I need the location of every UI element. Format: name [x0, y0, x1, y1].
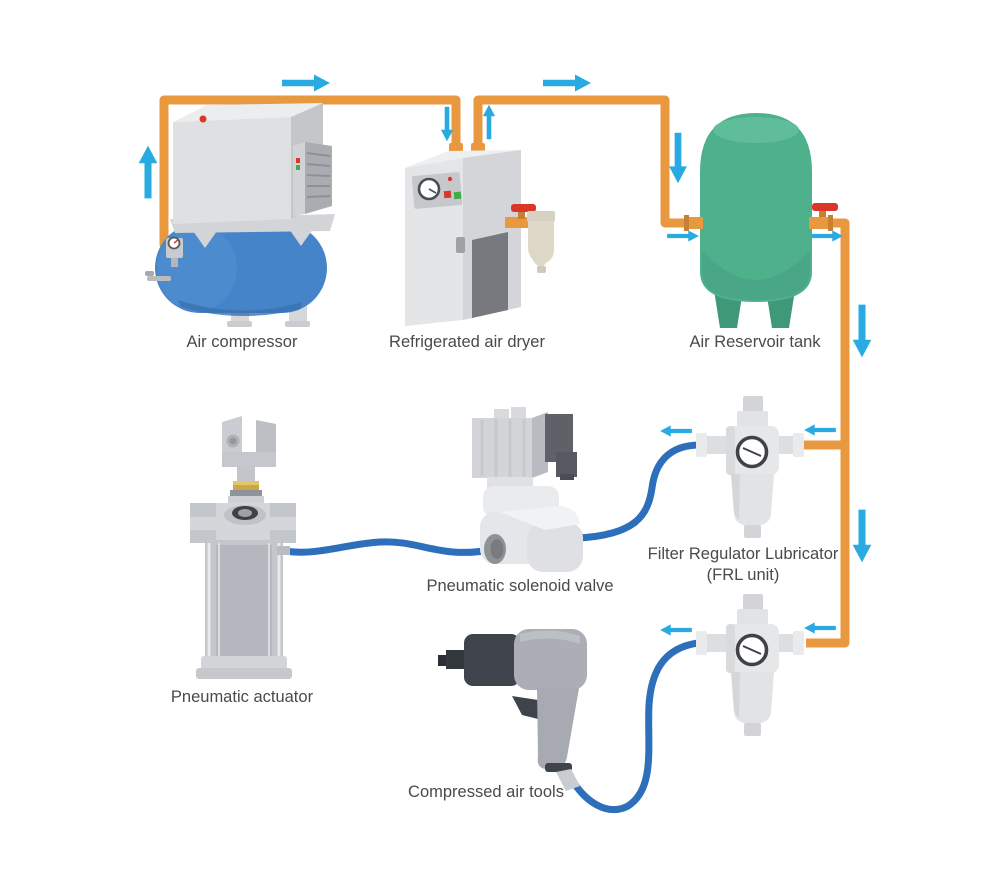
refrigerated-air-dryer	[405, 150, 555, 326]
hose-frl1-to-solenoid-valve	[574, 441, 704, 542]
actuator-cylinder	[205, 540, 290, 660]
actuator-rod-nut	[233, 481, 259, 490]
pipe-tank-to-frl-units	[802, 218, 850, 648]
frl-unit-1	[694, 394, 806, 540]
tank-inlet-fitting	[684, 215, 703, 231]
solenoid-coil	[472, 412, 548, 478]
hose-frl2-to-air-tool	[570, 639, 702, 814]
flow-arrow-up-icon	[482, 104, 496, 140]
tool-handle	[537, 688, 579, 769]
frl-unit-label-line1: Filter Regulator Lubricator	[648, 545, 839, 563]
flow-arrow-down-icon	[669, 132, 687, 184]
flow-arrow-down-icon	[440, 106, 454, 142]
tank-drain-valve	[145, 271, 171, 281]
compressed-air-tools-label: Compressed air tools	[408, 783, 564, 801]
flow-arrow-left-icon	[660, 624, 692, 636]
compressor-side-cabinet	[293, 142, 332, 216]
air-reservoir-tank-label: Air Reservoir tank	[689, 333, 821, 351]
flow-arrow-right-icon	[811, 230, 843, 242]
air-compressor-label: Air compressor	[187, 333, 298, 351]
tank-outlet-valve	[812, 203, 838, 211]
pneumatic-solenoid-valve	[472, 407, 583, 572]
flow-arrow-left-icon	[804, 622, 836, 634]
dryer-vent-grid	[472, 232, 508, 318]
pneumatic-solenoid-valve-label: Pneumatic solenoid valve	[426, 577, 613, 595]
tool-motor-housing	[464, 634, 520, 686]
tool-hose-connector	[556, 769, 580, 791]
flow-arrow-right-icon	[667, 230, 699, 242]
flow-arrow-down-icon	[852, 304, 872, 358]
pneumatic-actuator	[190, 416, 296, 679]
flow-arrow-right-icon	[543, 74, 591, 92]
actuator-clevis	[222, 416, 276, 467]
frl-unit-2	[694, 592, 806, 738]
compressed-air-tool	[438, 629, 587, 791]
compressor-indicator-light	[199, 115, 207, 123]
flow-arrow-left-icon	[660, 425, 692, 437]
tank-outlet-fitting	[809, 203, 838, 231]
flow-arrow-right-icon	[282, 74, 330, 92]
hose-solenoid-valve-to-actuator	[280, 538, 494, 556]
flow-arrow-up-icon	[138, 145, 158, 199]
solenoid-cable-connector	[545, 414, 577, 480]
flow-arrow-left-icon	[804, 424, 836, 436]
dryer-outlet-valve	[511, 204, 536, 212]
actuator-top-cap	[190, 503, 296, 543]
air-compressor	[145, 103, 335, 327]
pneumatic-actuator-label: Pneumatic actuator	[171, 688, 314, 706]
tool-body	[514, 629, 587, 690]
dryer-moisture-filter	[527, 211, 555, 273]
tool-trigger	[512, 696, 538, 719]
frl-unit-label-line2: (FRL unit)	[707, 566, 780, 584]
solenoid-valve-body	[480, 486, 583, 572]
tank-outlet-fitting	[166, 236, 183, 267]
compressor-enclosure	[173, 117, 291, 224]
reservoir-tank-body	[700, 113, 812, 302]
dryer-side-outlet	[505, 204, 555, 273]
flow-arrow-down-icon	[852, 509, 872, 563]
air-reservoir-tank	[684, 113, 838, 328]
dryer-control-panel	[411, 172, 463, 209]
refrigerated-air-dryer-label: Refrigerated air dryer	[389, 333, 545, 351]
